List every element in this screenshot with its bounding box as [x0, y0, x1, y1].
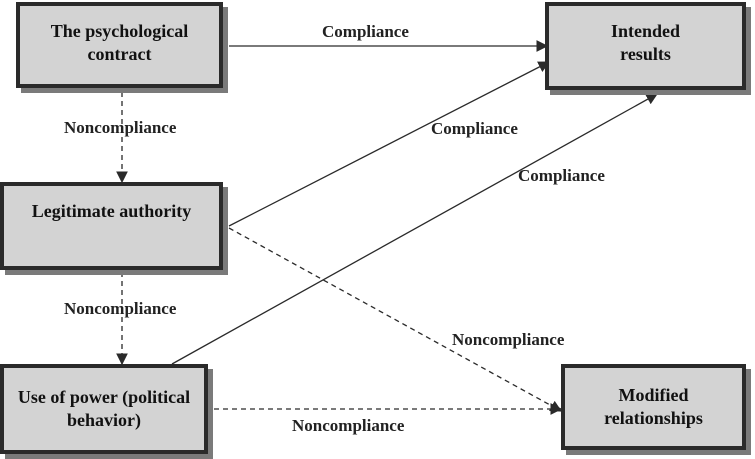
- node-legitimate-authority: Legitimate authority: [0, 182, 223, 270]
- node-use-of-power-label: Use of power (political behavior): [17, 387, 191, 430]
- label-authority-to-power: Noncompliance: [64, 299, 177, 318]
- node-modified-relationships-label: Modified relationships: [604, 385, 703, 428]
- edge-authority-to-results: [228, 61, 551, 227]
- label-power-to-results: Compliance: [518, 166, 605, 185]
- node-intended-results: Intended results: [545, 2, 746, 90]
- label-authority-to-modified: Noncompliance: [452, 330, 565, 349]
- node-use-of-power: Use of power (political behavior): [0, 364, 208, 454]
- label-power-to-modified: Noncompliance: [292, 416, 405, 435]
- node-intended-results-label: Intended results: [610, 21, 681, 64]
- label-contract-to-results: Compliance: [322, 22, 409, 41]
- node-modified-relationships: Modified relationships: [561, 364, 746, 450]
- label-authority-to-results: Compliance: [431, 119, 518, 138]
- label-contract-to-authority: Noncompliance: [64, 118, 177, 137]
- edge-power-to-results: [171, 93, 659, 365]
- node-legitimate-authority-label: Legitimate authority: [31, 201, 192, 221]
- node-psychological-contract: The psychological contract: [16, 2, 223, 88]
- node-psychological-contract-label: The psychological contract: [50, 21, 189, 64]
- edge-authority-to-modified: [228, 227, 563, 412]
